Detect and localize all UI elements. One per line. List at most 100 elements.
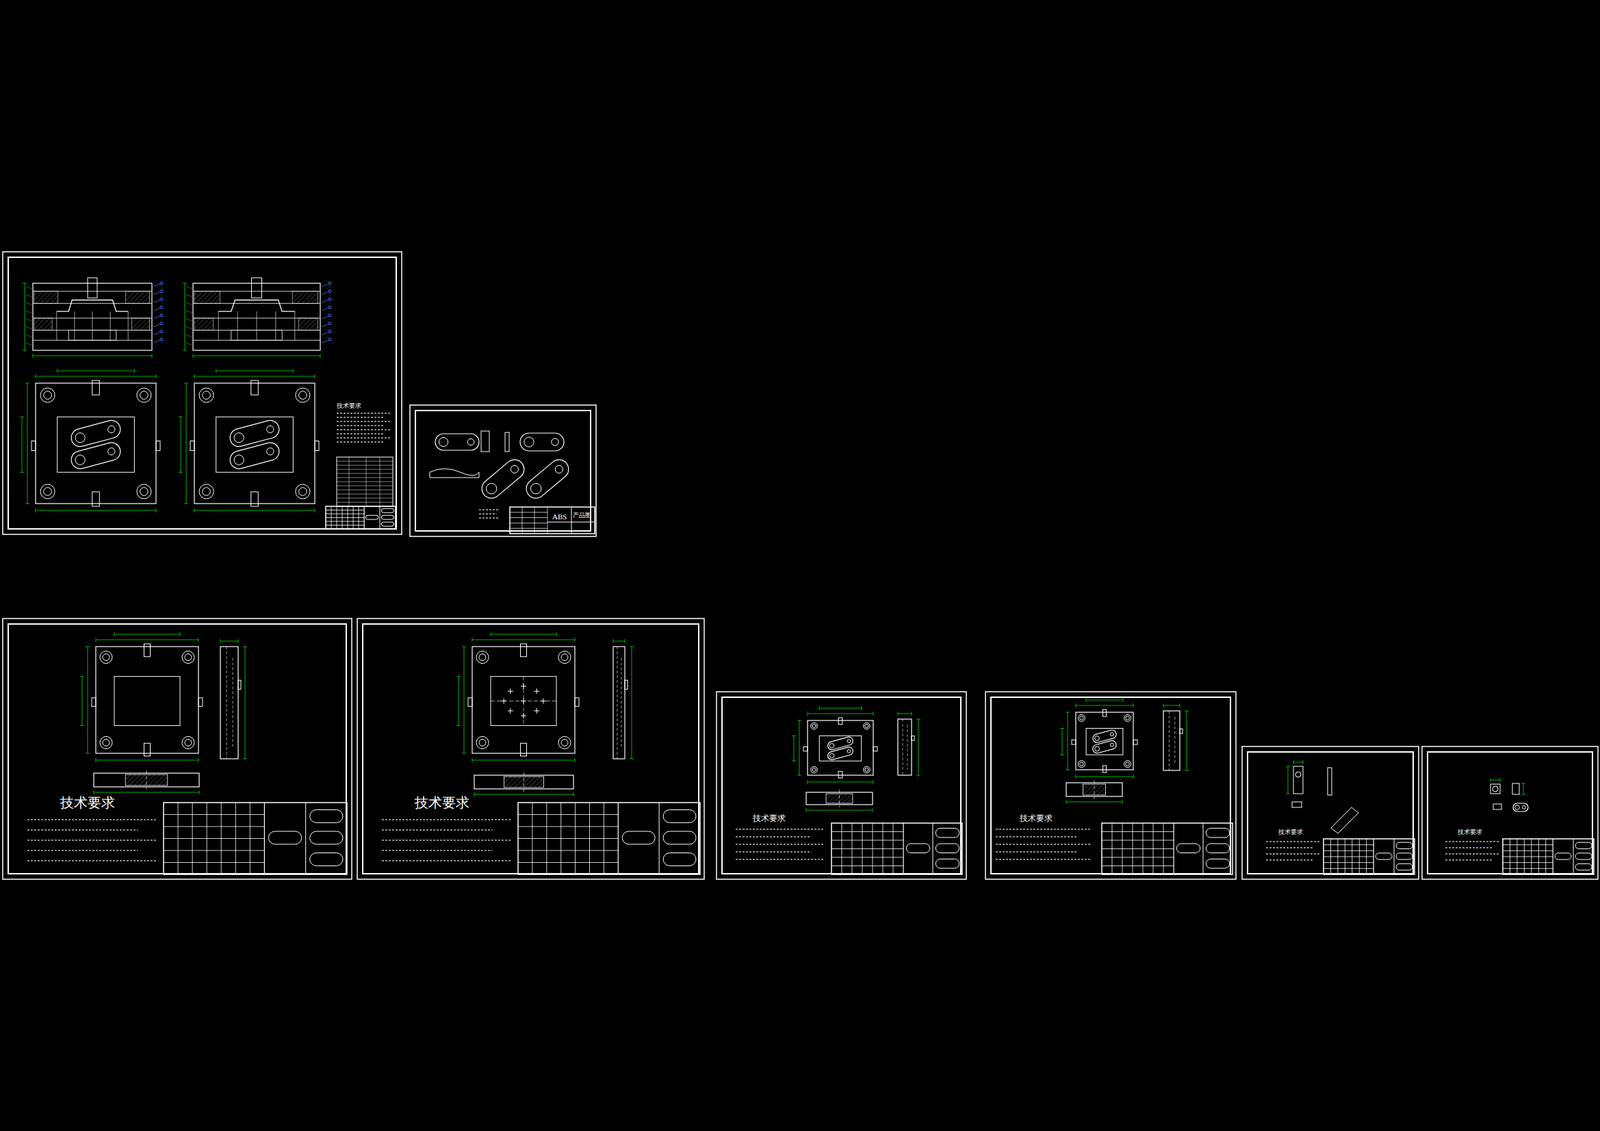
product-outline — [227, 440, 281, 471]
title-block-rule — [841, 823, 843, 875]
guide-bush — [99, 651, 113, 664]
callout-bubble — [328, 290, 332, 293]
hidden-line — [620, 657, 622, 748]
dimension-line — [186, 302, 192, 305]
lock-block — [520, 743, 527, 757]
guide-hole — [43, 391, 53, 400]
sheet-frame — [8, 624, 347, 874]
pocket-outline — [114, 676, 180, 727]
part-view — [1293, 766, 1303, 794]
product-hole — [555, 465, 563, 473]
center-line — [490, 700, 557, 702]
dimension-line — [1067, 712, 1069, 770]
dimension-tick — [897, 711, 899, 716]
note-line — [735, 843, 825, 846]
ejector-mark — [509, 708, 511, 714]
title-block-text: 产品图 — [572, 512, 592, 520]
title-block-rule — [1101, 848, 1174, 850]
leader-line — [321, 316, 329, 319]
note-line — [27, 819, 158, 821]
note-line — [995, 836, 1078, 838]
side-lug — [31, 440, 36, 451]
dimension-line — [194, 510, 315, 512]
title-block-rule — [1573, 839, 1574, 875]
dimension-tick — [85, 646, 90, 648]
dimension-tick — [872, 808, 874, 813]
title-block-rule — [902, 823, 904, 875]
title-block-text: ABS — [552, 512, 567, 521]
dimension-line — [793, 735, 795, 761]
product-outline — [1092, 729, 1118, 744]
dimension-tick — [911, 711, 913, 716]
dimension-line — [186, 327, 192, 330]
product-hole — [1515, 805, 1520, 811]
title-block-rule — [1323, 862, 1374, 863]
hatch-band — [298, 318, 318, 331]
title-block-rule — [325, 513, 365, 515]
dimension-tick — [1293, 760, 1295, 765]
title-field — [1205, 843, 1230, 854]
callout-bubble — [160, 297, 163, 301]
title-field — [663, 853, 696, 867]
dimension-tick — [1302, 760, 1304, 765]
dimension-tick — [1122, 698, 1124, 703]
dimension-tick — [179, 632, 181, 637]
dimension-tick — [220, 639, 222, 644]
side-lug — [468, 698, 473, 707]
title-block — [509, 507, 595, 534]
dimension-tick — [314, 508, 316, 513]
title-block — [518, 802, 701, 875]
title-block-rule — [163, 814, 265, 816]
dimension-tick — [1184, 770, 1189, 772]
dimension-tick — [292, 368, 294, 373]
dimension-line — [180, 416, 182, 473]
side-lug — [190, 440, 195, 451]
product-outline — [477, 455, 528, 503]
note-line — [336, 441, 384, 443]
sheet-frame — [362, 624, 699, 874]
assembly-section — [192, 283, 321, 351]
title-field — [1575, 853, 1592, 860]
dimension-tick — [151, 353, 153, 358]
product-hole — [234, 433, 244, 443]
dimension-line — [1086, 700, 1124, 701]
product-outline — [69, 440, 122, 471]
guide-hole — [43, 487, 53, 497]
lock-block — [520, 643, 527, 657]
dimension-tick — [1060, 728, 1065, 729]
title-block-rule — [177, 802, 179, 875]
plate-outline — [1075, 712, 1134, 770]
dimension-line — [1066, 802, 1123, 803]
lock-block — [251, 492, 259, 507]
guide-bush — [99, 736, 113, 749]
product-hole — [1094, 736, 1100, 742]
title-block-rule — [379, 506, 381, 529]
plate-outline — [95, 646, 199, 754]
notes-heading: 技术要求 — [1278, 829, 1303, 837]
title-block-rule — [325, 524, 365, 526]
dimension-line — [819, 708, 861, 709]
dimension-line — [463, 646, 465, 754]
ejector-pin — [275, 311, 276, 341]
dimension-tick — [25, 383, 30, 384]
cavity-profile — [56, 300, 128, 313]
leader-line — [153, 307, 161, 311]
note-line — [995, 858, 1092, 861]
sheet-border — [985, 691, 1236, 880]
side-view — [613, 646, 625, 759]
title-block — [325, 506, 396, 529]
title-block-rule — [1203, 823, 1204, 875]
dimension-tick — [797, 775, 802, 777]
lock-block — [838, 717, 843, 725]
title-block-rule — [1112, 823, 1113, 875]
guide-hole — [202, 391, 211, 400]
ejector-pin — [92, 311, 94, 341]
side-lug — [1179, 728, 1183, 734]
title-block-rule — [872, 823, 874, 875]
dimension-line — [472, 639, 575, 641]
dimension-tick — [461, 646, 467, 648]
dimension-tick — [456, 676, 461, 677]
hidden-line — [232, 657, 234, 748]
